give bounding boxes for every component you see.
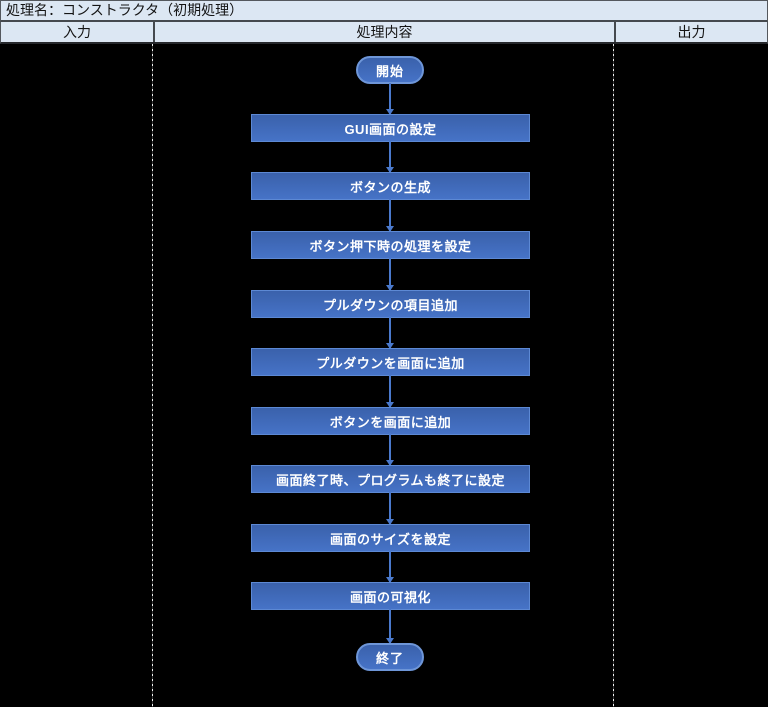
process-title: 処理名：コンストラクタ（初期処理） [6,2,244,18]
column-header-process: 処理内容 [153,22,614,42]
connector-arrow [386,550,394,583]
connector-arrow [386,199,394,232]
column-divider-left [152,44,153,707]
process-step-8: 画面のサイズを設定 [251,524,530,552]
process-title-row: 処理名：コンストラクタ（初期処理） [0,0,768,22]
process-step-7: 画面終了時、プログラムも終了に設定 [251,465,530,493]
connector-arrow [386,83,394,115]
end-terminator: 終了 [356,643,424,671]
process-step-2: ボタンの生成 [251,172,530,200]
process-step-5: プルダウンを画面に追加 [251,348,530,376]
process-step-4: プルダウンの項目追加 [251,290,530,318]
connector-arrow [386,141,394,173]
process-step-3: ボタン押下時の処理を設定 [251,231,530,259]
connector-arrow [386,433,394,466]
process-step-9: 画面の可視化 [251,582,530,610]
connector-arrow [386,316,394,349]
connector-arrow [386,258,394,291]
column-header-output: 出力 [614,22,767,42]
flow-area: 開始 GUI画面の設定 ボタンの生成 ボタン押下時の処理を設定 プルダウンの項目… [0,44,768,707]
column-divider-right [613,44,614,707]
connector-arrow [386,492,394,525]
start-terminator: 開始 [356,56,424,84]
process-step-1: GUI画面の設定 [251,114,530,142]
connector-arrow [386,375,394,408]
column-header-input: 入力 [63,24,91,40]
process-step-6: ボタンを画面に追加 [251,407,530,435]
table-header: 処理名：コンストラクタ（初期処理） 入力 処理内容 出力 [0,0,768,44]
connector-arrow [386,609,394,644]
column-header-row: 入力 処理内容 出力 [0,22,768,44]
